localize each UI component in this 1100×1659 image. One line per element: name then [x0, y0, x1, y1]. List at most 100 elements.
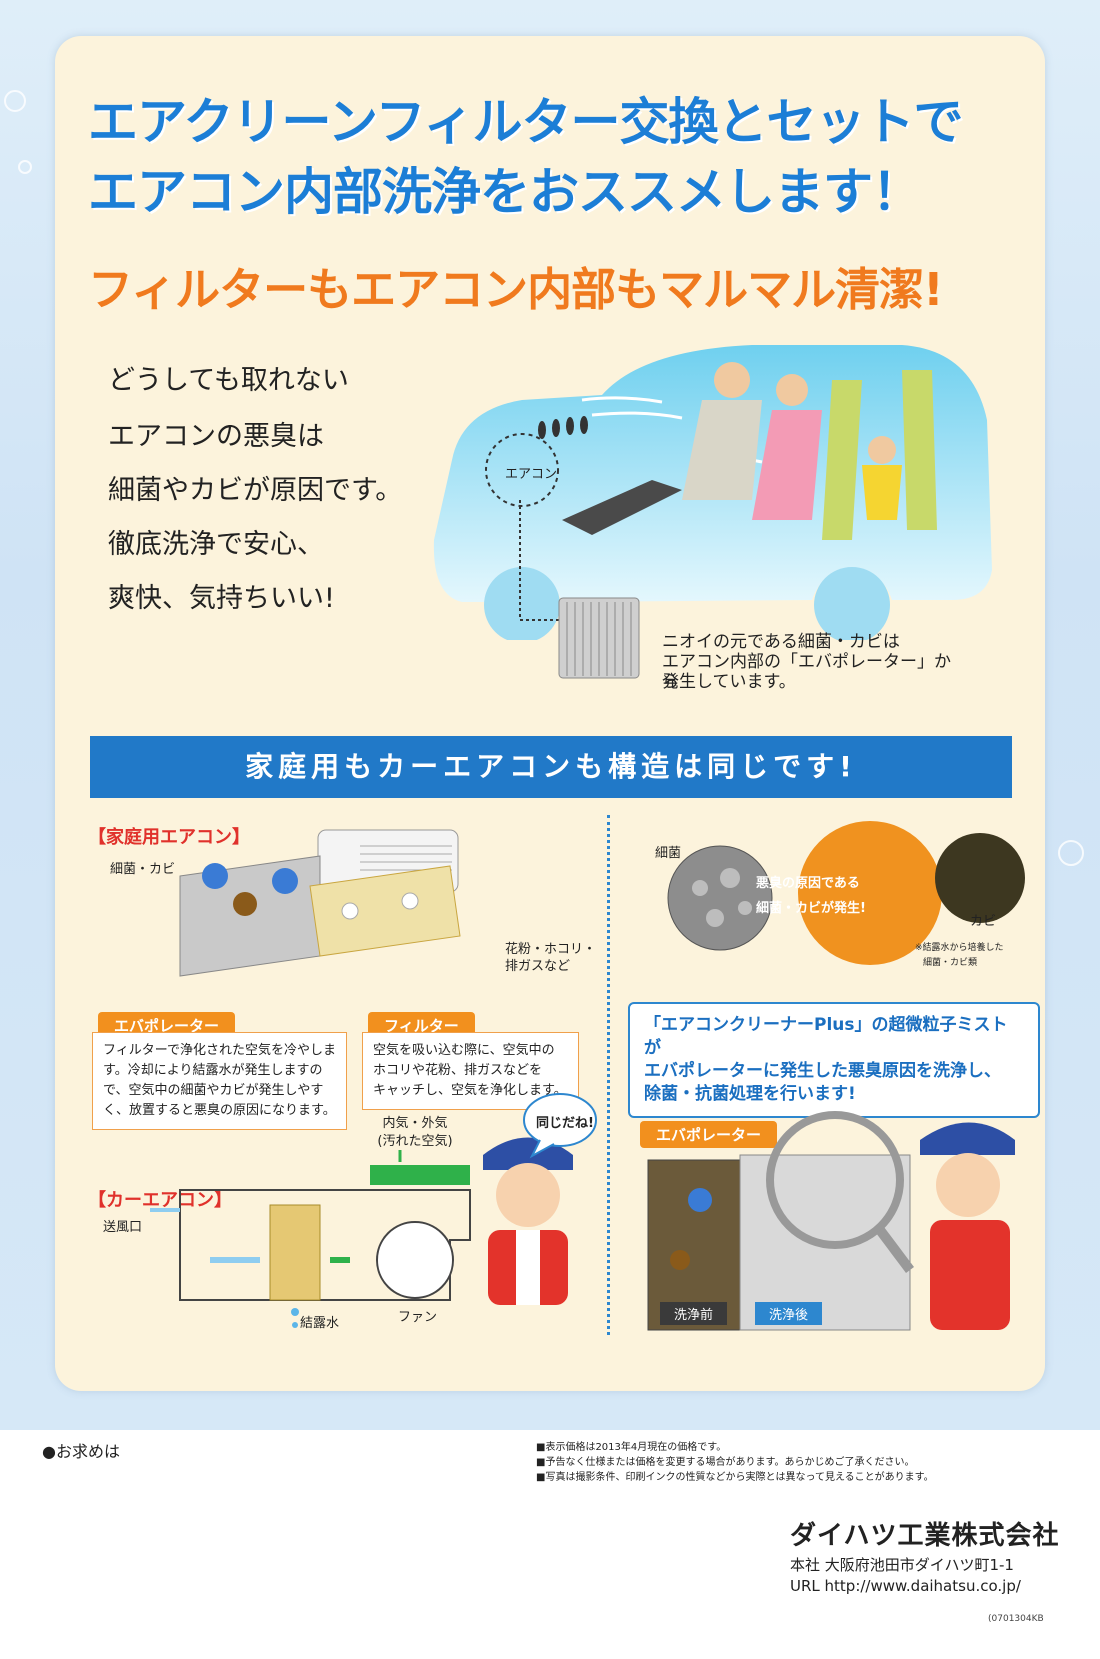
- drop-icon: [292, 1322, 298, 1328]
- pollen-label: 花粉・ホコリ・: [505, 942, 597, 957]
- magnifier-icon: [766, 1111, 904, 1249]
- bacteria-icon: [272, 868, 298, 894]
- car-aircon-title: 【カーエアコン】: [88, 1190, 232, 1211]
- mold-label: カビ: [970, 914, 997, 929]
- decor-bubble: [1058, 840, 1084, 866]
- intro-line: エアコンの悪臭は: [108, 421, 324, 452]
- bacteria-icon: [688, 1188, 712, 1212]
- before-label: 洗浄前: [660, 1302, 728, 1325]
- evaporator-note: 発生しています。: [662, 672, 796, 692]
- company-info: 本社 大阪府池田市ダイハツ町1-1 URL http://www.daihats…: [790, 1555, 1021, 1597]
- cleaner-callout-text: 「エアコンクリーナーPlus」の超微粒子ミストが: [644, 1015, 1008, 1058]
- mascot-cap: [920, 1122, 1015, 1155]
- home-aircon-title: 【家庭用エアコン】: [88, 827, 250, 848]
- child-body: [862, 465, 902, 520]
- document-code: (0701304KB: [988, 1614, 1044, 1624]
- headline-line2: エアコン内部洗浄をおススメします！: [88, 163, 922, 221]
- dust-icon: [401, 892, 419, 910]
- evaporator-note: ニオイの元である細菌・カビは: [662, 632, 900, 652]
- evaporator-description: フィルターで浄化された空気を冷やしま す。冷却により結露水が発生しますの で、空…: [92, 1032, 347, 1130]
- child-head: [868, 436, 896, 464]
- microscope-caption: 細菌・カビ類: [923, 958, 978, 968]
- home-aircon-illustration: [179, 829, 461, 977]
- microscope-images: [667, 821, 1025, 965]
- magnifier-handle: [876, 1227, 914, 1273]
- seat: [822, 380, 862, 540]
- intro-line: どうしても取れない: [108, 365, 349, 396]
- evaporator-before-after-tag: エバポレーター: [640, 1121, 778, 1148]
- aircon-circle: [485, 433, 559, 507]
- after-label: 洗浄後: [755, 1302, 823, 1325]
- bacteria-icon: [202, 863, 228, 889]
- decor-bubble: [18, 160, 32, 174]
- cleaner-callout-text: 除菌・抗菌処理を行います!: [644, 1084, 856, 1104]
- evaporator-image: [558, 597, 640, 679]
- footer-note: ■表示価格は2013年4月現在の価格です。: [536, 1442, 727, 1453]
- condensate-label: 結露水: [300, 1316, 340, 1331]
- aircon-label: エアコン: [505, 467, 558, 482]
- subheadline: フィルターもエアコン内部もマルマル清潔!: [88, 263, 944, 316]
- evaporator-text: で、空気中の細菌やカビが発生しやす: [103, 1083, 324, 1098]
- filter-panel: [309, 865, 461, 957]
- dust-icon: [341, 902, 359, 920]
- microscope-center-text: 細菌・カビが発生!: [756, 901, 866, 916]
- pollen-label: 排ガスなど: [505, 959, 571, 974]
- mold-icon: [233, 892, 257, 916]
- inquiry-label: ●お求めは: [42, 1442, 120, 1461]
- evaporator-note: エアコン内部の「エバポレーター」から: [662, 652, 951, 692]
- evaporator-box: [269, 1204, 321, 1301]
- mold-icon: [670, 1250, 690, 1270]
- intro-line: 徹底洗浄で安心、: [108, 529, 324, 560]
- decor-bubble: [4, 90, 26, 112]
- passenger-body: [682, 400, 762, 500]
- filter-description: 空気を吸い込む際に、空気中の ホコリや花粉、排ガスなどを キャッチし、空気を浄化…: [362, 1032, 579, 1110]
- company-url[interactable]: URL http://www.daihatsu.co.jp/: [790, 1577, 1021, 1595]
- section-banner: 家庭用もカーエアコンも構造は同じです!: [90, 736, 1012, 798]
- filter-text: キャッチし、空気を浄化します。: [373, 1083, 567, 1098]
- center-orange-circle: [798, 821, 942, 965]
- drop-icon: [291, 1308, 299, 1316]
- evaporator-panel: [179, 855, 321, 977]
- cleaner-callout-text: エバポレーターに発生した悪臭原因を洗浄し、: [644, 1061, 1001, 1081]
- microscope-caption: ※結露水から培養した: [915, 943, 1004, 953]
- evaporator-leader: [519, 500, 560, 621]
- footer-note: ■予告なく仕様または価格を変更する場合があります。あらかじめご了承ください。: [536, 1457, 915, 1468]
- vent-icons: [538, 416, 588, 439]
- seat: [902, 370, 937, 530]
- mascot-body: [930, 1220, 1010, 1330]
- cleaner-callout: 「エアコンクリーナーPlus」の超微粒子ミストが エバポレーターに発生した悪臭原…: [628, 1002, 1040, 1118]
- passenger-head: [714, 362, 750, 398]
- car-aircon-diagram: [150, 1150, 471, 1328]
- filter-bar: [370, 1165, 470, 1185]
- intro-line: 細菌やカビが原因です。: [108, 475, 403, 506]
- speech-bubble: [523, 1093, 597, 1159]
- bacteria-photo: [667, 845, 773, 951]
- bacteria-label: 細菌・カビ: [110, 862, 176, 877]
- filter-text: 空気を吸い込む際に、空気中の: [373, 1043, 555, 1058]
- footer-notes: ■表示価格は2013年4月現在の価格です。 ■予告なく仕様または価格を変更する場…: [536, 1440, 934, 1485]
- intake-label: 内気・外気: [382, 1116, 448, 1131]
- before-after-illustration: [647, 1111, 1015, 1331]
- headline-line1: エアクリーンフィルター交換とセットで: [88, 93, 964, 151]
- mascot-speech: 同じだね!: [536, 1116, 594, 1131]
- fan-label: ファン: [398, 1310, 438, 1325]
- passenger-body: [752, 410, 822, 520]
- company-address: 本社 大阪府池田市ダイハツ町1-1: [790, 1556, 1014, 1574]
- evaporator-text: す。冷却により結露水が発生しますの: [103, 1063, 323, 1078]
- outlet-label: 送風口: [103, 1220, 143, 1235]
- footer-note: ■写真は撮影条件、印刷インクの性質などから実際とは異なって見えることがあります。: [536, 1472, 934, 1483]
- column-divider: [607, 815, 610, 1335]
- intake-label: (汚れた空気): [377, 1134, 453, 1149]
- car-illustration: [433, 345, 992, 640]
- microscope-center-text: 悪臭の原因である: [756, 876, 860, 891]
- evaporator-text: く、放置すると悪臭の原因になります。: [103, 1103, 336, 1118]
- evaporator-text: フィルターで浄化された空気を冷やしま: [103, 1043, 336, 1058]
- mold-photo: [935, 833, 1025, 923]
- intro-line: 爽快、気持ちいい!: [108, 583, 335, 614]
- car-wheel-rear: [814, 567, 890, 640]
- car-wheel-front: [484, 567, 560, 640]
- passenger-legs: [562, 480, 682, 535]
- fan-icon: [376, 1221, 454, 1299]
- company-name: ダイハツ工業株式会社: [790, 1521, 1060, 1551]
- passenger-head: [776, 374, 808, 406]
